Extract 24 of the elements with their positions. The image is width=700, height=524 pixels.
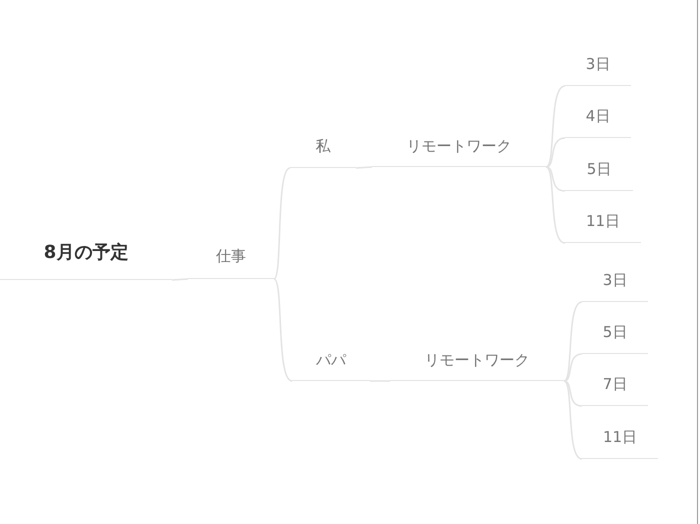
- connector-line: [546, 166, 566, 244]
- connector-line: [564, 301, 582, 382]
- connector-line: [564, 380, 582, 460]
- topic-text: 3日: [602, 270, 628, 288]
- connector-line: [546, 137, 566, 168]
- connector-line: [546, 166, 566, 192]
- topic-text: 4日: [586, 106, 610, 124]
- topic-text: 5日: [586, 160, 612, 178]
- connector-line: [546, 85, 566, 168]
- topic-title: 8月の予定: [44, 242, 128, 264]
- connector-line: [564, 353, 582, 382]
- topic-text: リモートワーク: [406, 136, 512, 154]
- topic-text: 11日: [602, 428, 638, 446]
- topic-text: 仕事: [216, 246, 246, 264]
- topic-text: パパ: [316, 350, 346, 368]
- connector-line: [564, 380, 582, 407]
- topic-text: 7日: [602, 374, 628, 392]
- topic-text: リモートワーク: [424, 350, 530, 368]
- connector-line: [273, 278, 292, 382]
- topic-text: 5日: [602, 322, 628, 340]
- topic-text: 3日: [586, 54, 610, 72]
- topic-text: 11日: [586, 212, 620, 230]
- topic-text: 私: [316, 136, 330, 154]
- connector-line: [273, 167, 290, 280]
